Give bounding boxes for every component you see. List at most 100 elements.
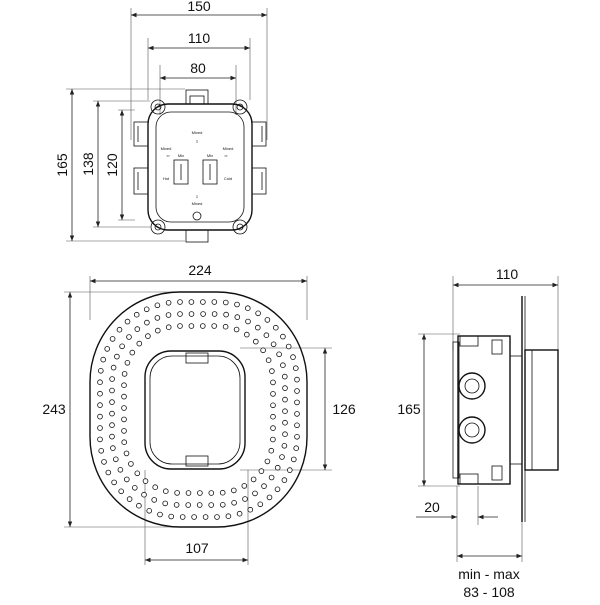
perforation-dot [121,371,128,377]
perforation-dot [270,341,277,348]
perforation-dot [97,402,103,408]
perforation-dot [188,311,195,317]
perforation-dot [124,476,130,483]
perforation-dot [118,488,124,495]
mounting-box-inner [155,111,245,223]
label-mixed-left: Mixed [161,146,172,151]
valve-right [202,159,218,185]
mounting-lug [150,99,166,115]
perforation-dot [268,474,275,481]
perforation-dot [154,302,161,309]
dimension-80-label: 80 [190,60,206,76]
perforation-dot [222,323,229,330]
mounting-lug [232,219,248,235]
perforation-dot [152,484,159,491]
perforation-dot [270,413,276,420]
perforation-dot [282,396,288,403]
perforation-dot [282,408,288,415]
perforation-dot [97,425,103,431]
perforation-dot [292,365,299,372]
perforation-dot [98,447,104,454]
perforation-dot [245,305,251,312]
perforation-dot [113,456,119,463]
label-mixed-top: Mixed [192,130,203,135]
perforation-dot [202,514,209,520]
perforation-dot [272,324,279,331]
perforation-dot [281,477,288,483]
perforation-dot [263,332,270,339]
perforation-dot [109,336,116,342]
perforation-dot [268,447,275,454]
perforation-dot [197,490,203,496]
dimension-107-label: 107 [185,540,209,556]
perforation-dot [293,445,300,452]
perforation-dot [168,513,175,520]
mounting-lug [232,99,248,115]
perforation-dot [270,436,276,443]
arrow-up-icon: ⇧ [195,139,198,144]
perforation-dot [165,312,172,318]
bottom-lug [491,465,503,481]
perforation-dot [234,301,240,308]
perforation-dot [129,349,136,356]
perforation-dot [247,506,254,513]
perforation-dot [132,484,138,491]
perforation-dot [134,470,141,477]
perforation-dot [179,514,186,520]
perforation-dot [110,364,117,371]
perforation-dot [121,428,127,434]
dimension-120-label: 120 [104,153,120,177]
dimension-side-165-label: 165 [397,401,421,417]
perforation-dot [110,445,116,451]
label-mix-left: Mix [178,153,184,158]
perforation-dot [208,502,215,508]
perforation-dot [245,318,251,325]
perforation-dot [136,502,142,509]
perforation-dot [223,299,229,306]
top-bracket [459,335,479,347]
perforation-dot [121,439,127,446]
perforation-dot [294,399,300,406]
perforation-dot [97,390,103,397]
perforation-dot [281,373,288,380]
perforation-dot [177,299,183,305]
perforation-dot [97,436,103,443]
bottom-outlet [185,229,209,243]
perforation-dot [109,399,115,405]
valve-body-side [457,335,511,485]
perforation-dot [200,323,206,329]
perforation-dot [200,299,206,305]
perforation-dot [244,331,250,338]
hot-port [458,372,486,400]
dimension-110-label: 110 [188,30,211,46]
perforation-dot [142,478,149,484]
perforation-dot [136,340,143,347]
perforation-dot [264,317,271,323]
perforation-dot [155,327,161,334]
perforation-dot [285,343,292,350]
mounting-lug [150,219,166,235]
perforation-dot [265,357,272,364]
cold-port-inner [464,422,480,438]
screw-hole [236,103,244,111]
perforation-dot [97,413,103,420]
valve-left [173,159,189,185]
perforation-dot [114,353,120,360]
perforation-dot [233,326,240,333]
perforation-dot [219,489,226,496]
perforation-dot [143,306,150,313]
perforation-dot [117,466,124,473]
perforation-dot [101,459,107,465]
top-outlet-inner [189,95,205,105]
perforation-dot [128,461,134,467]
perforation-dot [173,502,180,508]
perforation-dot [258,468,265,474]
perforation-dot [270,425,276,431]
perforation-dot [109,387,115,394]
perforation-dot [97,379,103,386]
perforation-dot [109,422,115,428]
perforation-dot [154,315,161,321]
range-value: 83 - 108 [463,584,515,600]
perforation-dot [121,405,127,411]
